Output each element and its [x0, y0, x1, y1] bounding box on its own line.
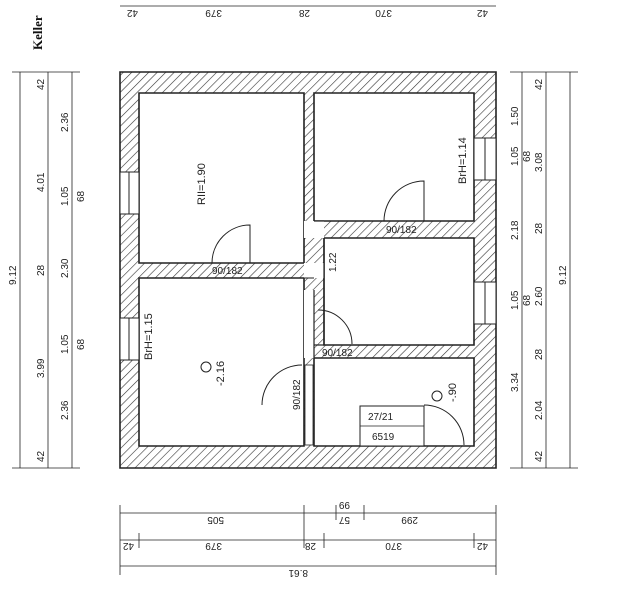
- svg-text:379: 379: [205, 7, 222, 18]
- door-label-3: 90/182: [322, 348, 353, 359]
- stair-box: 27/21 6519: [359, 405, 425, 447]
- svg-text:1.05: 1.05: [510, 146, 521, 166]
- svg-text:2.30: 2.30: [60, 258, 71, 278]
- svg-text:28: 28: [298, 7, 310, 18]
- svg-text:68: 68: [76, 338, 87, 350]
- svg-text:370: 370: [385, 540, 402, 551]
- door-label-4: 90/182: [292, 379, 303, 410]
- dims-right: [510, 71, 578, 469]
- svg-text:2.04: 2.04: [534, 400, 545, 420]
- svg-text:2.60: 2.60: [534, 286, 545, 306]
- svg-text:3.34: 3.34: [510, 372, 521, 392]
- door-swing-1: [211, 224, 251, 264]
- svg-text:68: 68: [76, 190, 87, 202]
- svg-text:1.05: 1.05: [60, 186, 71, 206]
- door-swing-4: [261, 364, 303, 406]
- room-label-c: BrH=1.15: [143, 313, 155, 360]
- svg-text:3.99: 3.99: [36, 358, 47, 378]
- dims-bottom: [119, 505, 497, 575]
- room-level-d: -2.16: [215, 361, 227, 386]
- box-bottom-label: 6519: [372, 432, 395, 443]
- box-top-label: 27/21: [368, 412, 393, 423]
- svg-text:68: 68: [522, 150, 533, 162]
- hall-dim-label: 1.22: [328, 252, 339, 272]
- svg-text:1.05: 1.05: [60, 334, 71, 354]
- svg-text:28: 28: [36, 264, 47, 276]
- svg-text:370: 370: [375, 7, 392, 18]
- svg-text:57: 57: [338, 514, 350, 525]
- svg-text:42: 42: [126, 7, 138, 18]
- door-swing-5: [423, 404, 465, 446]
- door-swing-3: [317, 309, 353, 345]
- svg-text:4.01: 4.01: [36, 172, 47, 192]
- svg-text:99: 99: [338, 499, 350, 510]
- svg-text:68: 68: [522, 294, 533, 306]
- svg-text:9.12: 9.12: [558, 265, 569, 285]
- dims-left: [12, 71, 80, 469]
- level-marker-e: [431, 390, 443, 402]
- svg-text:1.05: 1.05: [510, 290, 521, 310]
- svg-text:42: 42: [534, 78, 545, 90]
- dims-top: 42 379 28 370 42: [120, 5, 496, 18]
- room-level-e: -.90: [447, 383, 459, 402]
- plan-title: Keller: [30, 15, 45, 50]
- dims-left-text: 9.12 42 4.01 28 3.99 42 2.36 1.05 68 2.3…: [8, 78, 87, 462]
- svg-text:2.18: 2.18: [510, 220, 521, 240]
- svg-text:42: 42: [122, 540, 134, 551]
- room-label-b: BrH=1.14: [457, 137, 469, 184]
- svg-text:42: 42: [476, 7, 488, 18]
- door-label-1: 90/182: [212, 266, 243, 277]
- dims-bottom-text: 505 57 99 299 42 379 28 370 42 8.61: [122, 499, 488, 578]
- svg-text:28: 28: [304, 540, 316, 551]
- svg-text:1.50: 1.50: [510, 106, 521, 126]
- door-label-2: 90/182: [386, 225, 417, 236]
- svg-text:379: 379: [205, 540, 222, 551]
- svg-text:42: 42: [36, 78, 47, 90]
- svg-text:28: 28: [534, 348, 545, 360]
- svg-text:42: 42: [534, 450, 545, 462]
- svg-text:505: 505: [207, 514, 224, 525]
- doors: [211, 180, 465, 446]
- svg-text:42: 42: [36, 450, 47, 462]
- door-swing-2: [383, 180, 425, 222]
- svg-text:2.36: 2.36: [60, 112, 71, 132]
- svg-text:9.12: 9.12: [8, 265, 19, 285]
- dims-right-text: 9.12 42 3.08 28 2.60 28 3.34 42 1.50 1.0…: [510, 78, 569, 462]
- walls: [119, 71, 497, 469]
- svg-text:42: 42: [476, 540, 488, 551]
- svg-text:8.61: 8.61: [288, 567, 308, 578]
- svg-text:299: 299: [401, 514, 418, 525]
- svg-text:28: 28: [534, 222, 545, 234]
- level-marker-d: [200, 361, 212, 373]
- svg-text:3.08: 3.08: [534, 152, 545, 172]
- svg-text:2.36: 2.36: [60, 400, 71, 420]
- room-label-a: RII=1.90: [196, 163, 208, 205]
- windows: [119, 137, 497, 361]
